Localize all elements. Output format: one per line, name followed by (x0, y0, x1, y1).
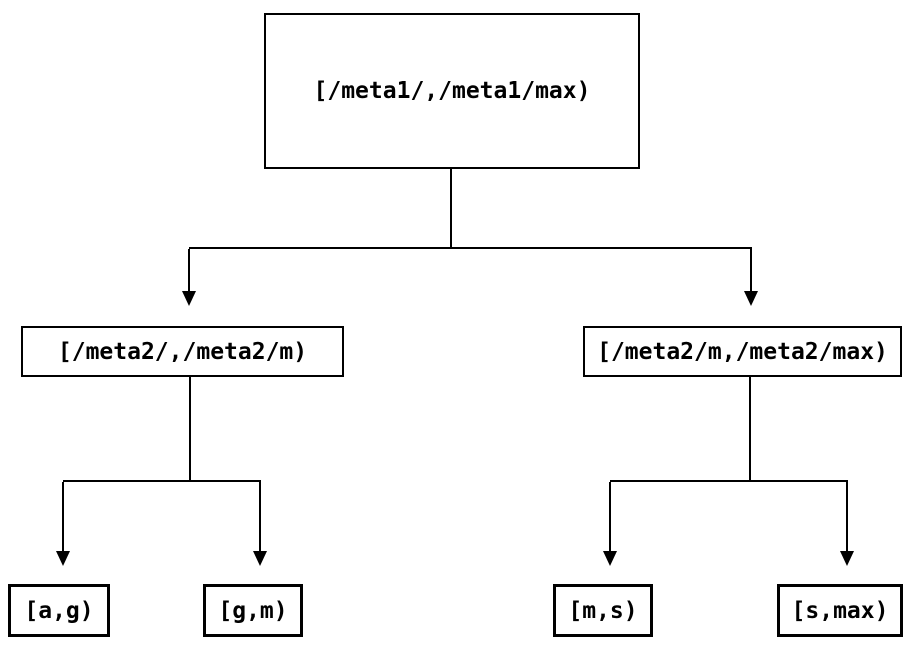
connector-stem-meta2-lower (189, 377, 191, 481)
connector-drop-to-meta2-lower (188, 249, 190, 291)
arrow-down-icon (56, 551, 70, 566)
tree-node-label: [g,m) (218, 597, 288, 624)
connector-drop-to-leaf-g-m (259, 482, 261, 551)
tree-node-label: [a,g) (24, 597, 94, 624)
tree-node-label: [/meta1/,/meta1/max) (313, 78, 591, 104)
tree-node-label: [m,s) (568, 597, 638, 624)
tree-node-leaf-m-s: [m,s) (553, 584, 653, 637)
connector-rail-root (189, 247, 752, 249)
tree-node-root: [/meta1/,/meta1/max) (264, 13, 640, 169)
tree-node-leaf-s-max: [s,max) (777, 584, 903, 637)
arrow-down-icon (744, 291, 758, 306)
arrow-down-icon (253, 551, 267, 566)
tree-node-leaf-g-m: [g,m) (203, 584, 303, 637)
arrow-down-icon (182, 291, 196, 306)
tree-node-meta2-lower: [/meta2/,/meta2/m) (21, 326, 344, 377)
connector-drop-to-leaf-m-s (609, 482, 611, 551)
tree-node-leaf-a-g: [a,g) (8, 584, 110, 637)
connector-stem-root (450, 169, 452, 248)
connector-rail-meta2-lower (63, 480, 261, 482)
tree-node-label: [s,max) (791, 597, 889, 624)
tree-node-label: [/meta2/m,/meta2/max) (597, 338, 888, 365)
connector-drop-to-leaf-s-max (846, 482, 848, 551)
tree-node-meta2-upper: [/meta2/m,/meta2/max) (583, 326, 902, 377)
tree-node-label: [/meta2/,/meta2/m) (57, 338, 308, 365)
arrow-down-icon (603, 551, 617, 566)
connector-drop-to-meta2-upper (750, 249, 752, 291)
connector-drop-to-leaf-a-g (62, 482, 64, 551)
connector-stem-meta2-upper (749, 377, 751, 481)
connector-rail-meta2-upper (610, 480, 848, 482)
arrow-down-icon (840, 551, 854, 566)
